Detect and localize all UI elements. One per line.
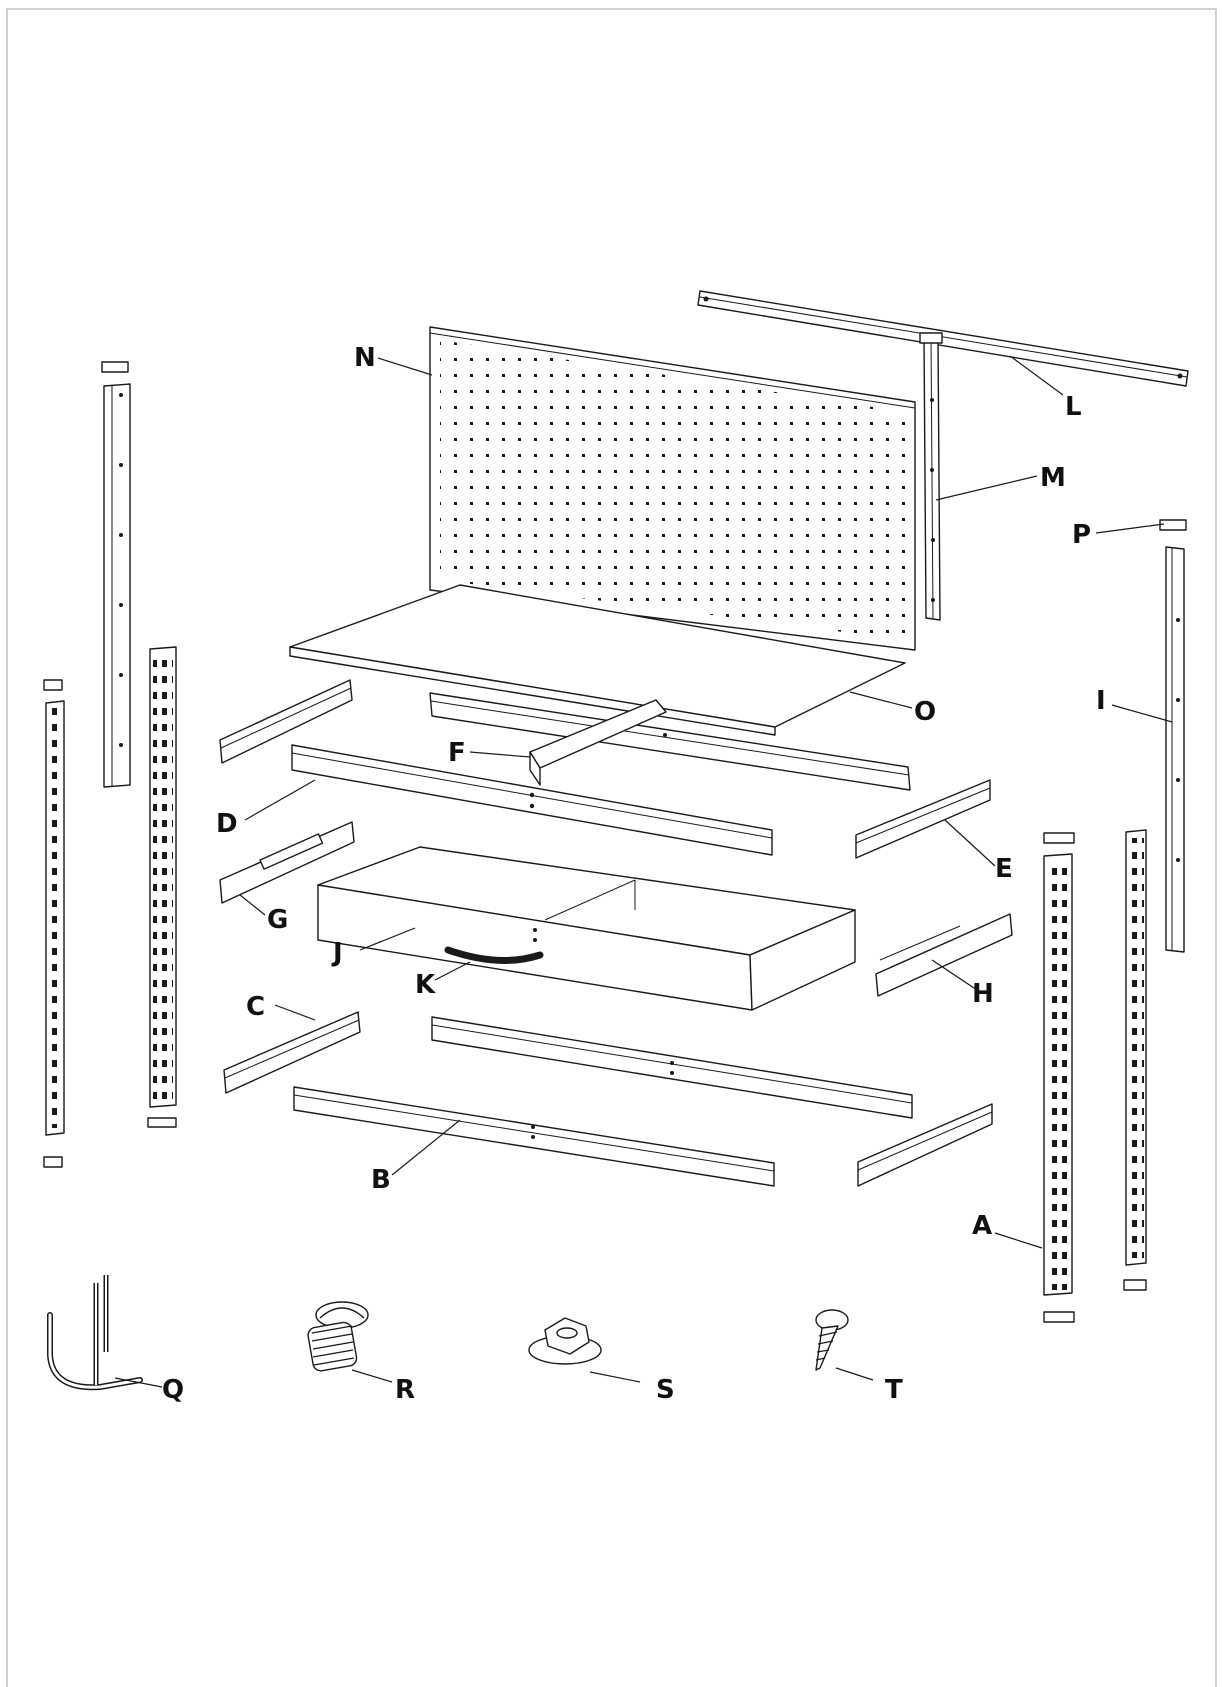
part-l-top-rail — [697, 290, 1189, 387]
label-k: K — [415, 970, 436, 1000]
label-b: B — [371, 1165, 391, 1195]
part-i-right-rear-upright — [1159, 519, 1187, 953]
part-e-upper-right-short-beam — [855, 779, 991, 859]
part-labels: N L M P I O F D E G J K H C B A Q R S T — [162, 343, 1106, 1405]
page-border — [6, 8, 1217, 1687]
label-i: I — [1096, 686, 1106, 716]
part-a-left-upright-inner — [147, 646, 177, 1128]
label-h: H — [972, 979, 994, 1009]
part-d-upper-left-short-beam — [219, 679, 353, 764]
label-r: R — [395, 1375, 415, 1405]
part-f-center-support — [529, 699, 667, 786]
label-d: D — [216, 809, 238, 839]
part-m-pegboard-support — [919, 332, 943, 621]
label-c: C — [246, 992, 265, 1022]
part-i-left-rear-upright — [101, 361, 131, 788]
label-m: M — [1040, 463, 1066, 493]
part-r-bolt — [307, 1301, 369, 1372]
label-g: G — [267, 905, 288, 935]
part-s-flange-nut — [528, 1317, 602, 1365]
label-f: F — [448, 738, 466, 768]
label-l: L — [1065, 392, 1082, 422]
label-j: J — [331, 938, 343, 968]
label-q: Q — [162, 1375, 184, 1405]
part-k-drawer-handle — [444, 946, 544, 964]
label-p: P — [1072, 520, 1091, 550]
part-a-left-upright-outer — [43, 679, 65, 1168]
part-c-lower-left-short-beam — [223, 1011, 361, 1094]
part-q-pegboard-hook — [47, 1275, 143, 1391]
label-n: N — [354, 343, 376, 373]
part-lower-rear-long-beam — [431, 1016, 913, 1119]
part-b-lower-front-long-beam — [293, 1086, 775, 1187]
label-a: A — [972, 1211, 992, 1241]
label-o: O — [914, 697, 936, 727]
leader-lines — [114, 355, 1173, 1388]
part-d-upper-front-long-beam — [291, 744, 773, 856]
label-t: T — [885, 1375, 903, 1405]
part-t-screw — [815, 1309, 849, 1371]
part-a-right-upright-front — [1043, 832, 1075, 1323]
part-n-pegboard — [429, 326, 916, 651]
part-j-drawer — [317, 846, 856, 1011]
label-s: S — [656, 1375, 675, 1405]
part-upper-rear-long-beam — [429, 692, 911, 791]
label-e: E — [995, 854, 1013, 884]
part-a-right-upright-rear — [1123, 829, 1147, 1291]
part-g-left-drawer-bracket — [219, 821, 355, 904]
part-lower-right-short-beam — [857, 1103, 993, 1187]
part-h-right-drawer-bracket — [875, 913, 1013, 997]
